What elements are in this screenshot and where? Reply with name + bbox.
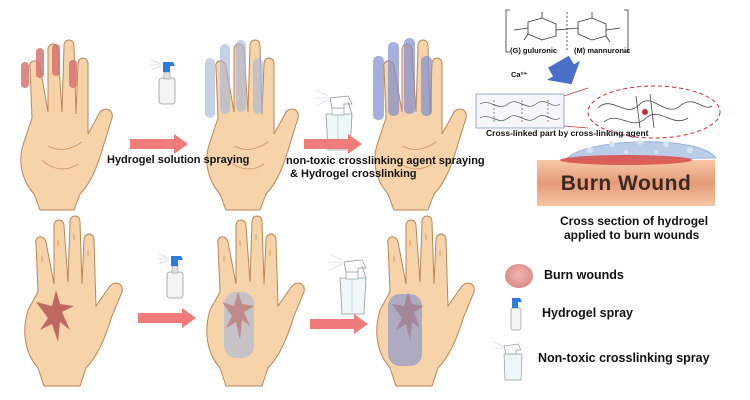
hand-back-burn	[24, 215, 123, 387]
legend-burn-marker	[505, 264, 533, 288]
calcium-label: Ca²⁺	[511, 70, 528, 79]
alginate-structure	[505, 9, 629, 53]
arrow-right-icon	[138, 308, 196, 328]
legend-crosslink-label: Non-toxic crosslinking spray	[538, 351, 710, 365]
wound-cross-section	[537, 139, 717, 206]
spray-step-label: Hydrogel solution spraying	[107, 154, 250, 166]
hydrogel-spray-icon	[156, 253, 184, 299]
cross-section-caption-1: Cross section of hydrogel	[560, 214, 709, 228]
legend-crosslinking-spray-icon	[493, 341, 523, 381]
crosslink-arrow-icon	[547, 55, 580, 85]
arrow-right-icon	[130, 134, 188, 154]
legend-burn-label: Burn wounds	[544, 268, 624, 282]
cross-section-caption-2: applied to burn wounds	[564, 228, 700, 242]
guluronic-label: (G) guluronic	[510, 46, 558, 55]
crosslink-step-label-1: non-toxic crosslinking agent spraying	[286, 155, 485, 167]
hand-back-crosslinked	[376, 215, 475, 387]
hand-hydrogel-crosslinked	[373, 38, 467, 211]
arrow-right-icon	[310, 314, 368, 334]
hand-burned-fingers	[20, 39, 113, 211]
crosslink-part-label: Cross-linked part by cross-linking agent	[486, 128, 649, 138]
crosslink-step-label-2: & Hydrogel crosslinking	[290, 168, 417, 180]
hand-back-hydrogel	[206, 215, 305, 387]
hand-hydrogel-sprayed	[205, 39, 299, 211]
hydrogel-spray-icon	[148, 59, 176, 105]
legend-spray-label: Hydrogel spray	[542, 306, 634, 320]
crosslinked-network	[475, 85, 721, 139]
burn-wound-label: Burn Wound	[560, 172, 692, 195]
crosslinking-spray-icon	[327, 253, 367, 315]
legend-hydrogel-spray-icon	[510, 298, 522, 331]
mannuronic-label: (M) mannuronic	[574, 46, 631, 55]
